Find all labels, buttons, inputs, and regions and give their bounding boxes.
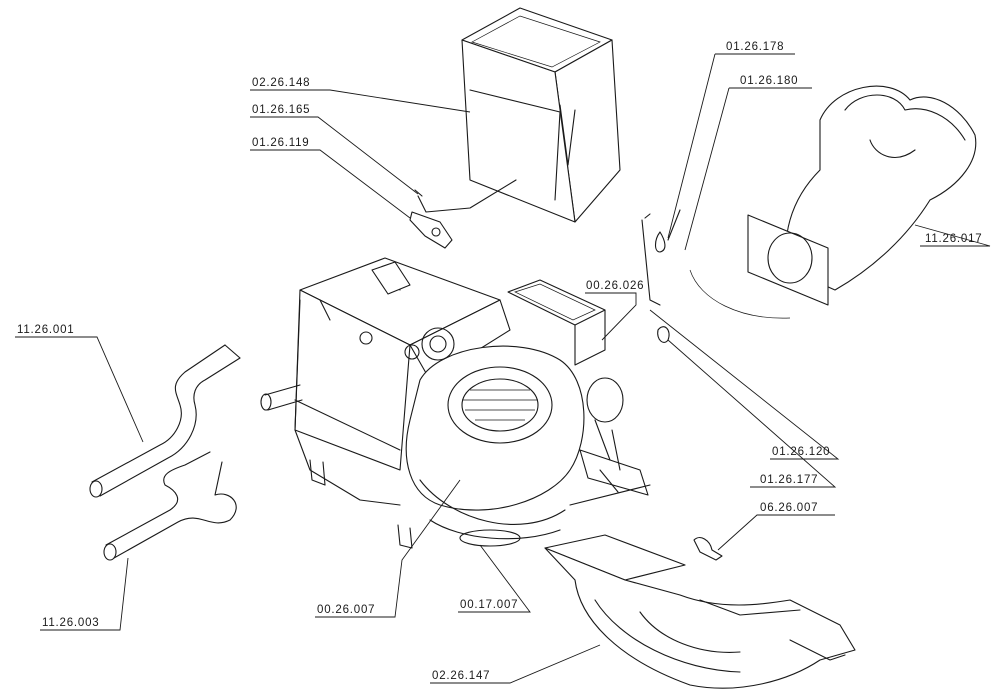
air-duct-02-26-147 (544, 534, 856, 689)
label-11-26-003: 11.26.003 (42, 617, 100, 629)
label-01-26-120: 01.26.120 (772, 446, 830, 458)
hose-11-26-001 (89, 344, 241, 498)
label-00-26-007: 00.26.007 (317, 604, 375, 616)
label-01-26-165: 01.26.165 (252, 104, 310, 116)
label-06-26-007: 06.26.007 (760, 502, 818, 514)
label-02-26-147: 02.26.147 (432, 670, 490, 682)
lever-01-26-178 (654, 209, 681, 253)
rod-01-26-165 (414, 179, 517, 213)
label-02-26-148: 02.26.148 (252, 77, 310, 89)
label-00-17-007: 00.17.007 (460, 599, 518, 611)
rod-01-26-180 (641, 213, 661, 306)
label-00-26-026: 00.26.026 (586, 280, 644, 292)
label-01-26-178: 01.26.178 (726, 41, 784, 53)
label-01-26-177: 01.26.177 (760, 474, 818, 486)
label-11-26-001: 11.26.001 (17, 324, 75, 336)
clip-01-26-177 (657, 326, 670, 343)
label-01-26-119: 01.26.119 (252, 137, 310, 149)
label-01-26-180: 01.26.180 (740, 75, 798, 87)
leader-lines (15, 53, 991, 684)
heater-housing-00-26-007 (294, 257, 651, 549)
air-duct-11-26-017 (689, 85, 977, 319)
part-labels: 02.26.148 01.26.165 01.26.119 01.26.178 … (17, 41, 983, 682)
label-11-26-017: 11.26.017 (925, 233, 983, 245)
pipe-stub (260, 384, 303, 411)
air-duct-02-26-148 (461, 7, 621, 223)
hose-11-26-003 (103, 451, 237, 561)
bracket-01-26-119 (409, 211, 453, 249)
clip-06-26-007 (693, 537, 723, 561)
outlet-00-26-026 (507, 279, 624, 471)
